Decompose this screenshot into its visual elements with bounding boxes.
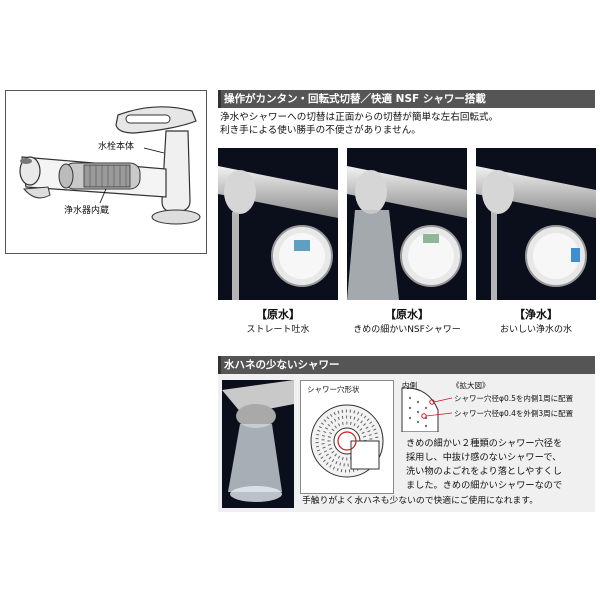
mode-desc-2: きめの細かいNSFシャワー	[353, 325, 461, 335]
zoom-detail: 内側 《拡大図》 シャワー穴径φ0.5を内側1周に配置 シャワー穴径φ0.4を外…	[398, 380, 594, 432]
photo-shower-mode	[347, 148, 467, 300]
photo-shower-spray	[222, 380, 294, 508]
shower-hole-diagram: シャワー穴形状	[300, 380, 394, 494]
photo-filtered-mode	[476, 148, 596, 300]
shower-spray-image	[222, 380, 294, 502]
mode-label-2: 【原水】	[385, 308, 429, 321]
label-faucet-body: 水栓本体	[98, 142, 135, 152]
shower-desc-line5: 手触りがよく水ハネも少ないので快適にご使用になれます。	[302, 496, 539, 506]
shower-desc-line3: 洗い物のよごれをより落としやすくし	[406, 466, 562, 477]
faucet-illustration	[19, 106, 201, 225]
shower-hole-shape	[310, 404, 384, 478]
photo-straight-mode	[218, 148, 338, 300]
label-built-in-filter: 浄水器内蔵	[64, 206, 110, 216]
hole-note-outer: シャワー穴径φ0.4を外側3周に配置	[454, 409, 574, 418]
mode-label-1: 【原水】	[256, 308, 300, 321]
shape-label: シャワー穴形状	[307, 385, 360, 394]
straight-water-image	[218, 166, 338, 300]
zoom-illustration	[401, 387, 453, 432]
section-header-operation: 操作がカンタン・回転式切替／快適 NSF シャワー搭載	[218, 90, 595, 108]
hole-note-inner: シャワー穴径φ0.5を内側1周に配置	[454, 394, 574, 403]
mode-desc-3: おいしい浄水の水	[499, 325, 572, 335]
mode-label-3: 【浄水】	[514, 308, 558, 321]
faucet-diagram: 水栓本体 浄水器内蔵	[5, 90, 207, 254]
section1-text-line2: 利き手による使い勝手の不便さがありません。	[220, 125, 421, 136]
inner-label: 内側	[402, 381, 417, 390]
zoom-label: 《拡大図》	[452, 381, 490, 390]
filtered-water-image	[476, 166, 596, 300]
shower-desc-line4: ました。きめの細かいシャワーなので	[406, 480, 563, 491]
section-header-shower: 水ハネの少ないシャワー	[218, 356, 595, 374]
shower-desc-line2: 採用し、中抜け感のないシャワーで、	[406, 452, 562, 463]
section1-text-line1: 浄水やシャワーへの切替は正面からの切替が簡単な左右回転式。	[220, 112, 499, 123]
shower-water-image	[347, 166, 467, 300]
mode-desc-1: ストレート吐水	[246, 325, 310, 335]
shower-desc-line1: きめの細かい２種類のシャワー穴径を	[406, 438, 563, 449]
